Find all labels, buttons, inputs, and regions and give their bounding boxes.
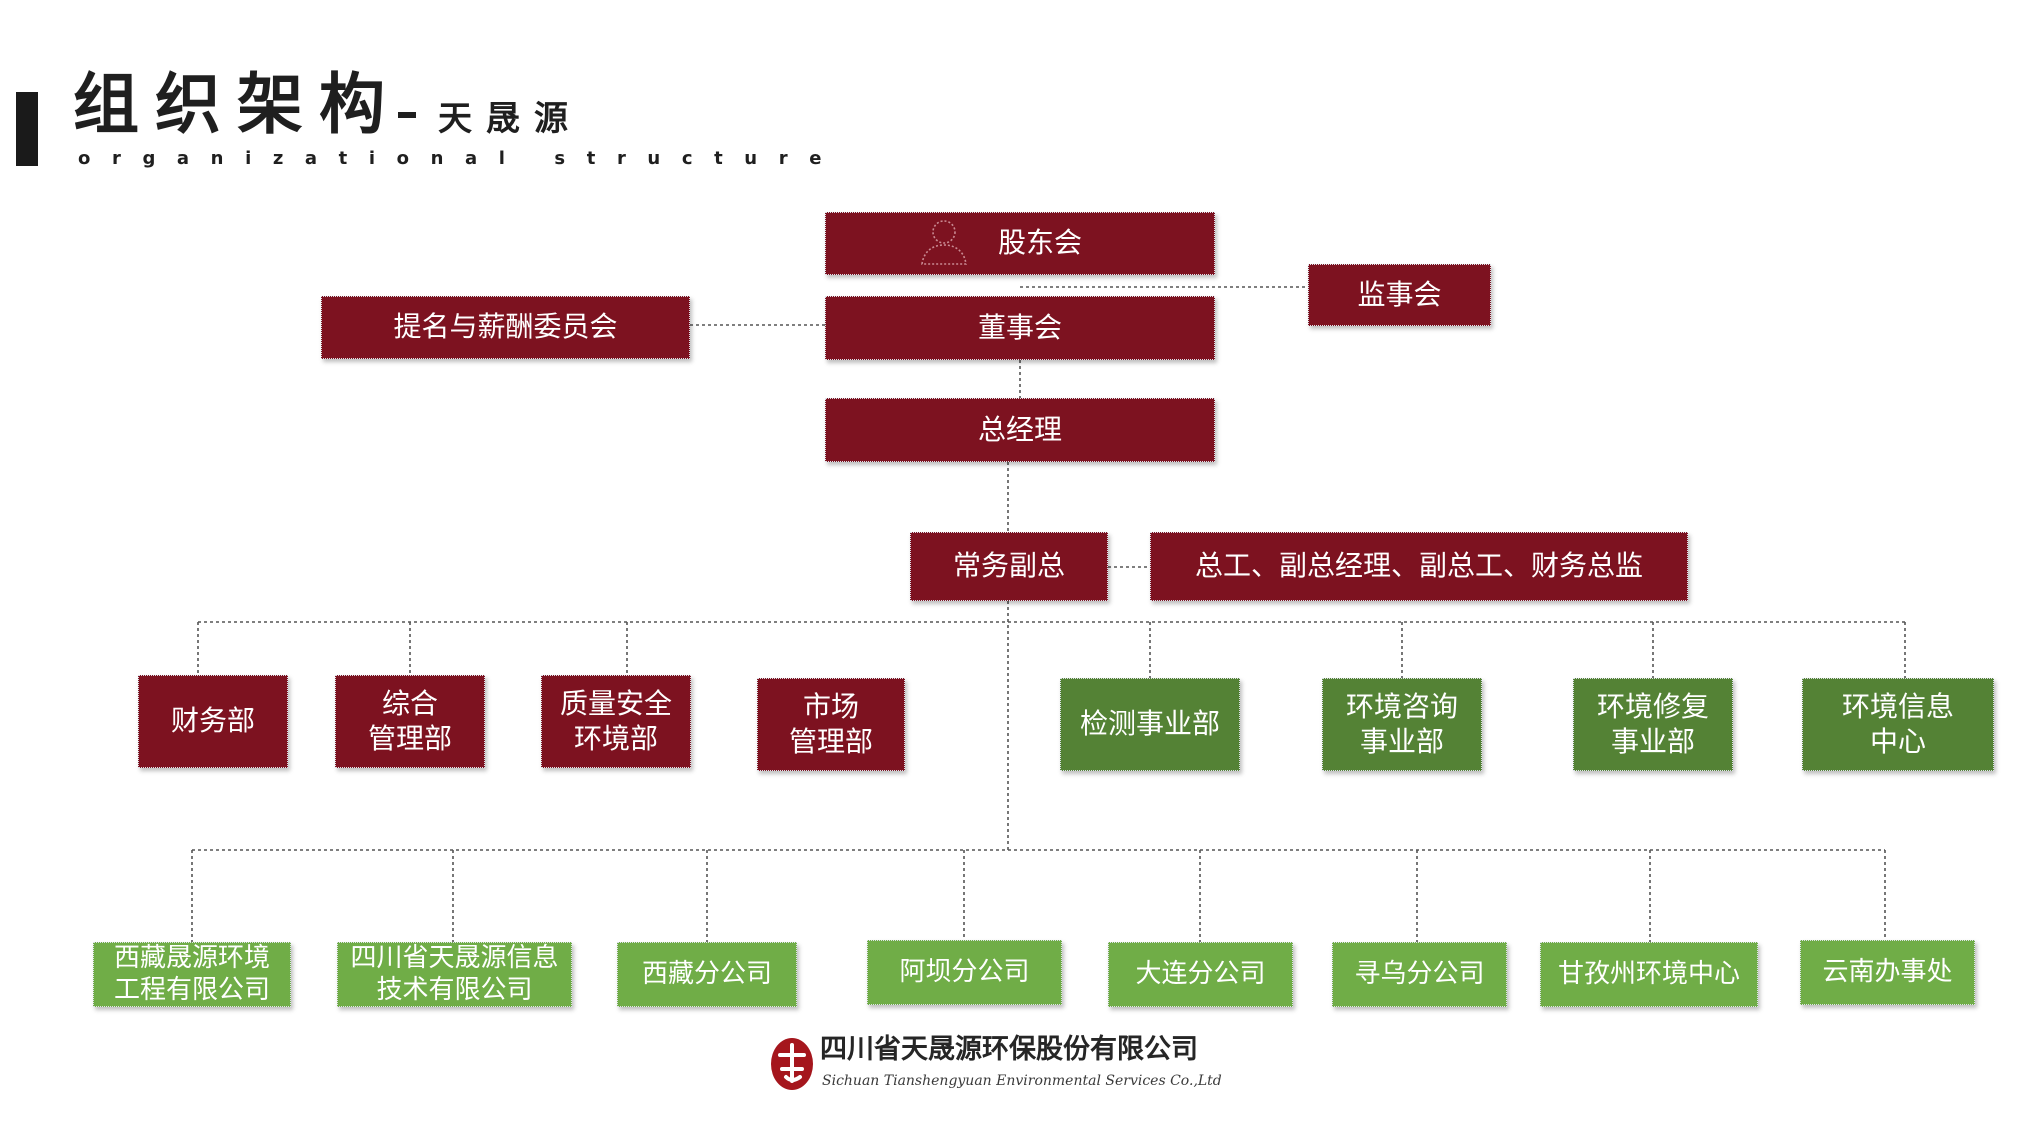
title-dash — [398, 112, 416, 118]
branch-box: 云南办事处 — [1800, 940, 1975, 1005]
branch-label: 西藏分公司 — [641, 958, 772, 989]
supervisors-box: 监事会 — [1308, 264, 1491, 326]
board-label: 董事会 — [977, 310, 1062, 344]
title-accent-bar — [16, 92, 38, 166]
department-label: 财务部 — [170, 704, 255, 738]
person-icon — [921, 220, 967, 265]
business-unit-label: 环境信息 中心 — [1841, 690, 1954, 758]
branch-label: 甘孜州环境中心 — [1557, 958, 1740, 989]
branch-label: 四川省天晟源信息 技术有限公司 — [350, 942, 559, 1005]
department-box: 财务部 — [138, 675, 288, 768]
branch-box: 阿坝分公司 — [867, 940, 1062, 1005]
executive-vp-box: 常务副总 — [910, 532, 1108, 601]
footer-company-name: 四川省天晟源环保股份有限公司 — [820, 1034, 1198, 1065]
general-manager-box: 总经理 — [825, 398, 1215, 462]
supervisors-label: 监事会 — [1357, 277, 1442, 311]
department-label: 质量安全 环境部 — [559, 687, 672, 755]
department-label: 市场 管理部 — [788, 690, 873, 758]
tsy-logo-icon — [771, 1038, 813, 1090]
business-unit-box: 环境信息 中心 — [1802, 678, 1994, 771]
business-unit-label: 环境修复 事业部 — [1596, 690, 1709, 758]
footer-company-name-english: Sichuan Tianshengyuan Environmental Serv… — [822, 1073, 1222, 1089]
executive-vp-label: 常务副总 — [952, 549, 1065, 583]
branch-box: 四川省天晟源信息 技术有限公司 — [337, 942, 572, 1007]
branch-label: 寻乌分公司 — [1354, 958, 1485, 989]
general-manager-label: 总经理 — [977, 412, 1062, 446]
department-box: 综合 管理部 — [335, 675, 485, 768]
branch-label: 西藏晟源环境 工程有限公司 — [113, 942, 270, 1005]
branch-label: 云南办事处 — [1822, 956, 1953, 987]
business-unit-box: 环境咨询 事业部 — [1322, 678, 1482, 771]
nomination-committee-box: 提名与薪酬委员会 — [321, 296, 690, 359]
branch-box: 大连分公司 — [1108, 942, 1293, 1007]
department-box: 市场 管理部 — [757, 678, 905, 771]
branch-label: 阿坝分公司 — [899, 956, 1030, 987]
page-subtitle: 天晟源 — [438, 99, 582, 139]
shareholders-label: 股东会 — [997, 226, 1082, 260]
business-unit-label: 检测事业部 — [1079, 707, 1220, 741]
branch-box: 西藏晟源环境 工程有限公司 — [93, 942, 291, 1007]
business-unit-label: 环境咨询 事业部 — [1345, 690, 1458, 758]
branch-box: 西藏分公司 — [617, 942, 797, 1007]
shareholders-box: 股东会 — [825, 212, 1215, 275]
business-unit-box: 环境修复 事业部 — [1573, 678, 1733, 771]
senior-staff-box: 总工、副总经理、副总工、财务总监 — [1150, 532, 1688, 601]
page-subtitle-english: organizational structure — [78, 148, 844, 169]
board-box: 董事会 — [825, 296, 1215, 360]
page-title: 组织架构 — [73, 66, 401, 143]
branch-label: 大连分公司 — [1135, 958, 1266, 989]
nomination-committee-label: 提名与薪酬委员会 — [393, 310, 618, 344]
department-label: 综合 管理部 — [367, 687, 452, 755]
senior-staff-label: 总工、副总经理、副总工、财务总监 — [1194, 549, 1643, 583]
branch-box: 寻乌分公司 — [1332, 942, 1507, 1007]
department-box: 质量安全 环境部 — [541, 675, 691, 768]
branch-box: 甘孜州环境中心 — [1540, 942, 1758, 1007]
business-unit-box: 检测事业部 — [1060, 678, 1240, 771]
